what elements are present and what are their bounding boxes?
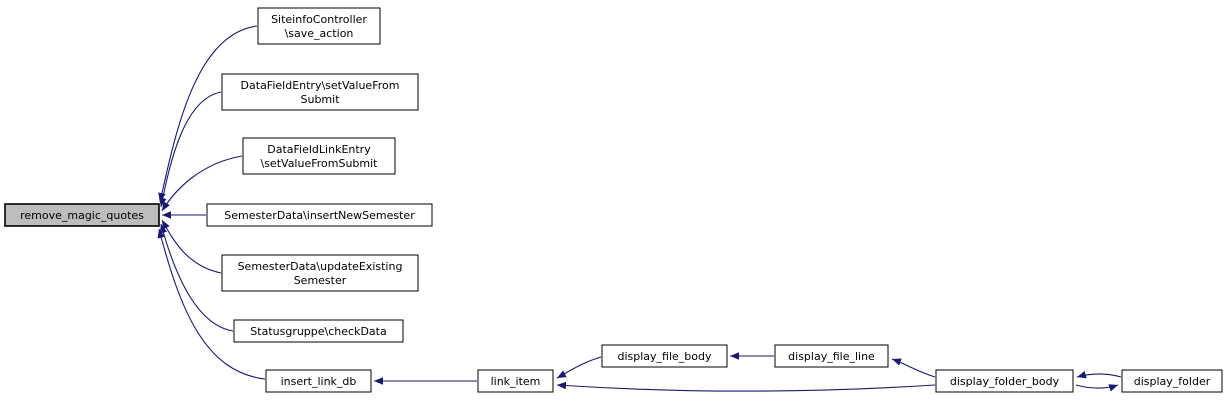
edge-siteinfo_save_action--to--remove_magic_quotes <box>158 25 258 203</box>
edge-insert_link_db--to--remove_magic_quotes <box>157 228 266 380</box>
node-remove_magic_quotes: remove_magic_quotes <box>4 203 160 227</box>
edge-datafieldlinkentry_setvaluefromsubmit--to--remove_magic_quotes <box>161 155 243 212</box>
node-display_file_line[interactable]: display_file_line <box>774 344 889 368</box>
node-box[interactable] <box>257 7 381 45</box>
nodes-layer: remove_magic_quotes SiteinfoController\sa… <box>4 7 1223 393</box>
edge-display_folder_body--to--display_file_line <box>891 358 936 378</box>
node-box[interactable] <box>221 73 419 111</box>
node-label: DataFieldLinkEntry\setValueFromSubmit <box>261 143 379 170</box>
edge-semesterdata_updateexistingsemester--to--remove_magic_quotes <box>161 219 222 274</box>
edge-statusgruppe_checkdata--to--remove_magic_quotes <box>159 223 234 332</box>
node-label: display_file_line <box>788 350 875 363</box>
node-box[interactable] <box>1121 369 1223 393</box>
edges-layer <box>157 25 1122 392</box>
edge-display_folder--to--display_folder_body <box>1076 371 1122 379</box>
node-display_folder[interactable]: display_folder <box>1121 369 1223 393</box>
node-label: remove_magic_quotes <box>20 209 144 222</box>
edge-display_file_body--to--link_item <box>556 356 602 379</box>
node-box[interactable] <box>242 137 396 175</box>
edge-display_folder_body--to--link_item <box>556 381 936 392</box>
node-label: link_item <box>491 375 541 388</box>
node-label: SiteinfoController\save_action <box>271 13 367 40</box>
node-box <box>4 203 160 227</box>
node-box[interactable] <box>206 203 433 227</box>
node-label: insert_link_db <box>281 375 357 388</box>
node-label: display_folder <box>1134 375 1211 388</box>
node-box[interactable] <box>601 344 728 368</box>
node-display_folder_body[interactable]: display_folder_body <box>935 369 1074 393</box>
node-box[interactable] <box>221 254 419 292</box>
node-label: display_file_body <box>617 350 712 363</box>
node-label: Statusgruppe\checkData <box>250 325 386 338</box>
edge-display_folder_body--to--display_folder <box>1075 384 1119 392</box>
node-link_item[interactable]: link_item <box>477 369 554 393</box>
edge-datafieldentry_setvaluefromsubmit--to--remove_magic_quotes <box>159 91 222 208</box>
node-insert_link_db[interactable]: insert_link_db <box>265 369 372 393</box>
node-siteinfo_save_action[interactable]: SiteinfoController\save_action <box>257 7 381 45</box>
node-box[interactable] <box>774 344 889 368</box>
node-label: display_folder_body <box>950 375 1060 388</box>
node-semesterdata_insertnewsemester[interactable]: SemesterData\insertNewSemester <box>206 203 433 227</box>
node-box[interactable] <box>265 369 372 393</box>
node-box[interactable] <box>935 369 1074 393</box>
node-box[interactable] <box>233 319 404 343</box>
node-statusgruppe_checkdata[interactable]: Statusgruppe\checkData <box>233 319 404 343</box>
node-box[interactable] <box>477 369 554 393</box>
node-label: SemesterData\insertNewSemester <box>224 209 415 222</box>
node-datafieldlinkentry_setvaluefromsubmit[interactable]: DataFieldLinkEntry\setValueFromSubmit <box>242 137 396 175</box>
node-display_file_body[interactable]: display_file_body <box>601 344 728 368</box>
